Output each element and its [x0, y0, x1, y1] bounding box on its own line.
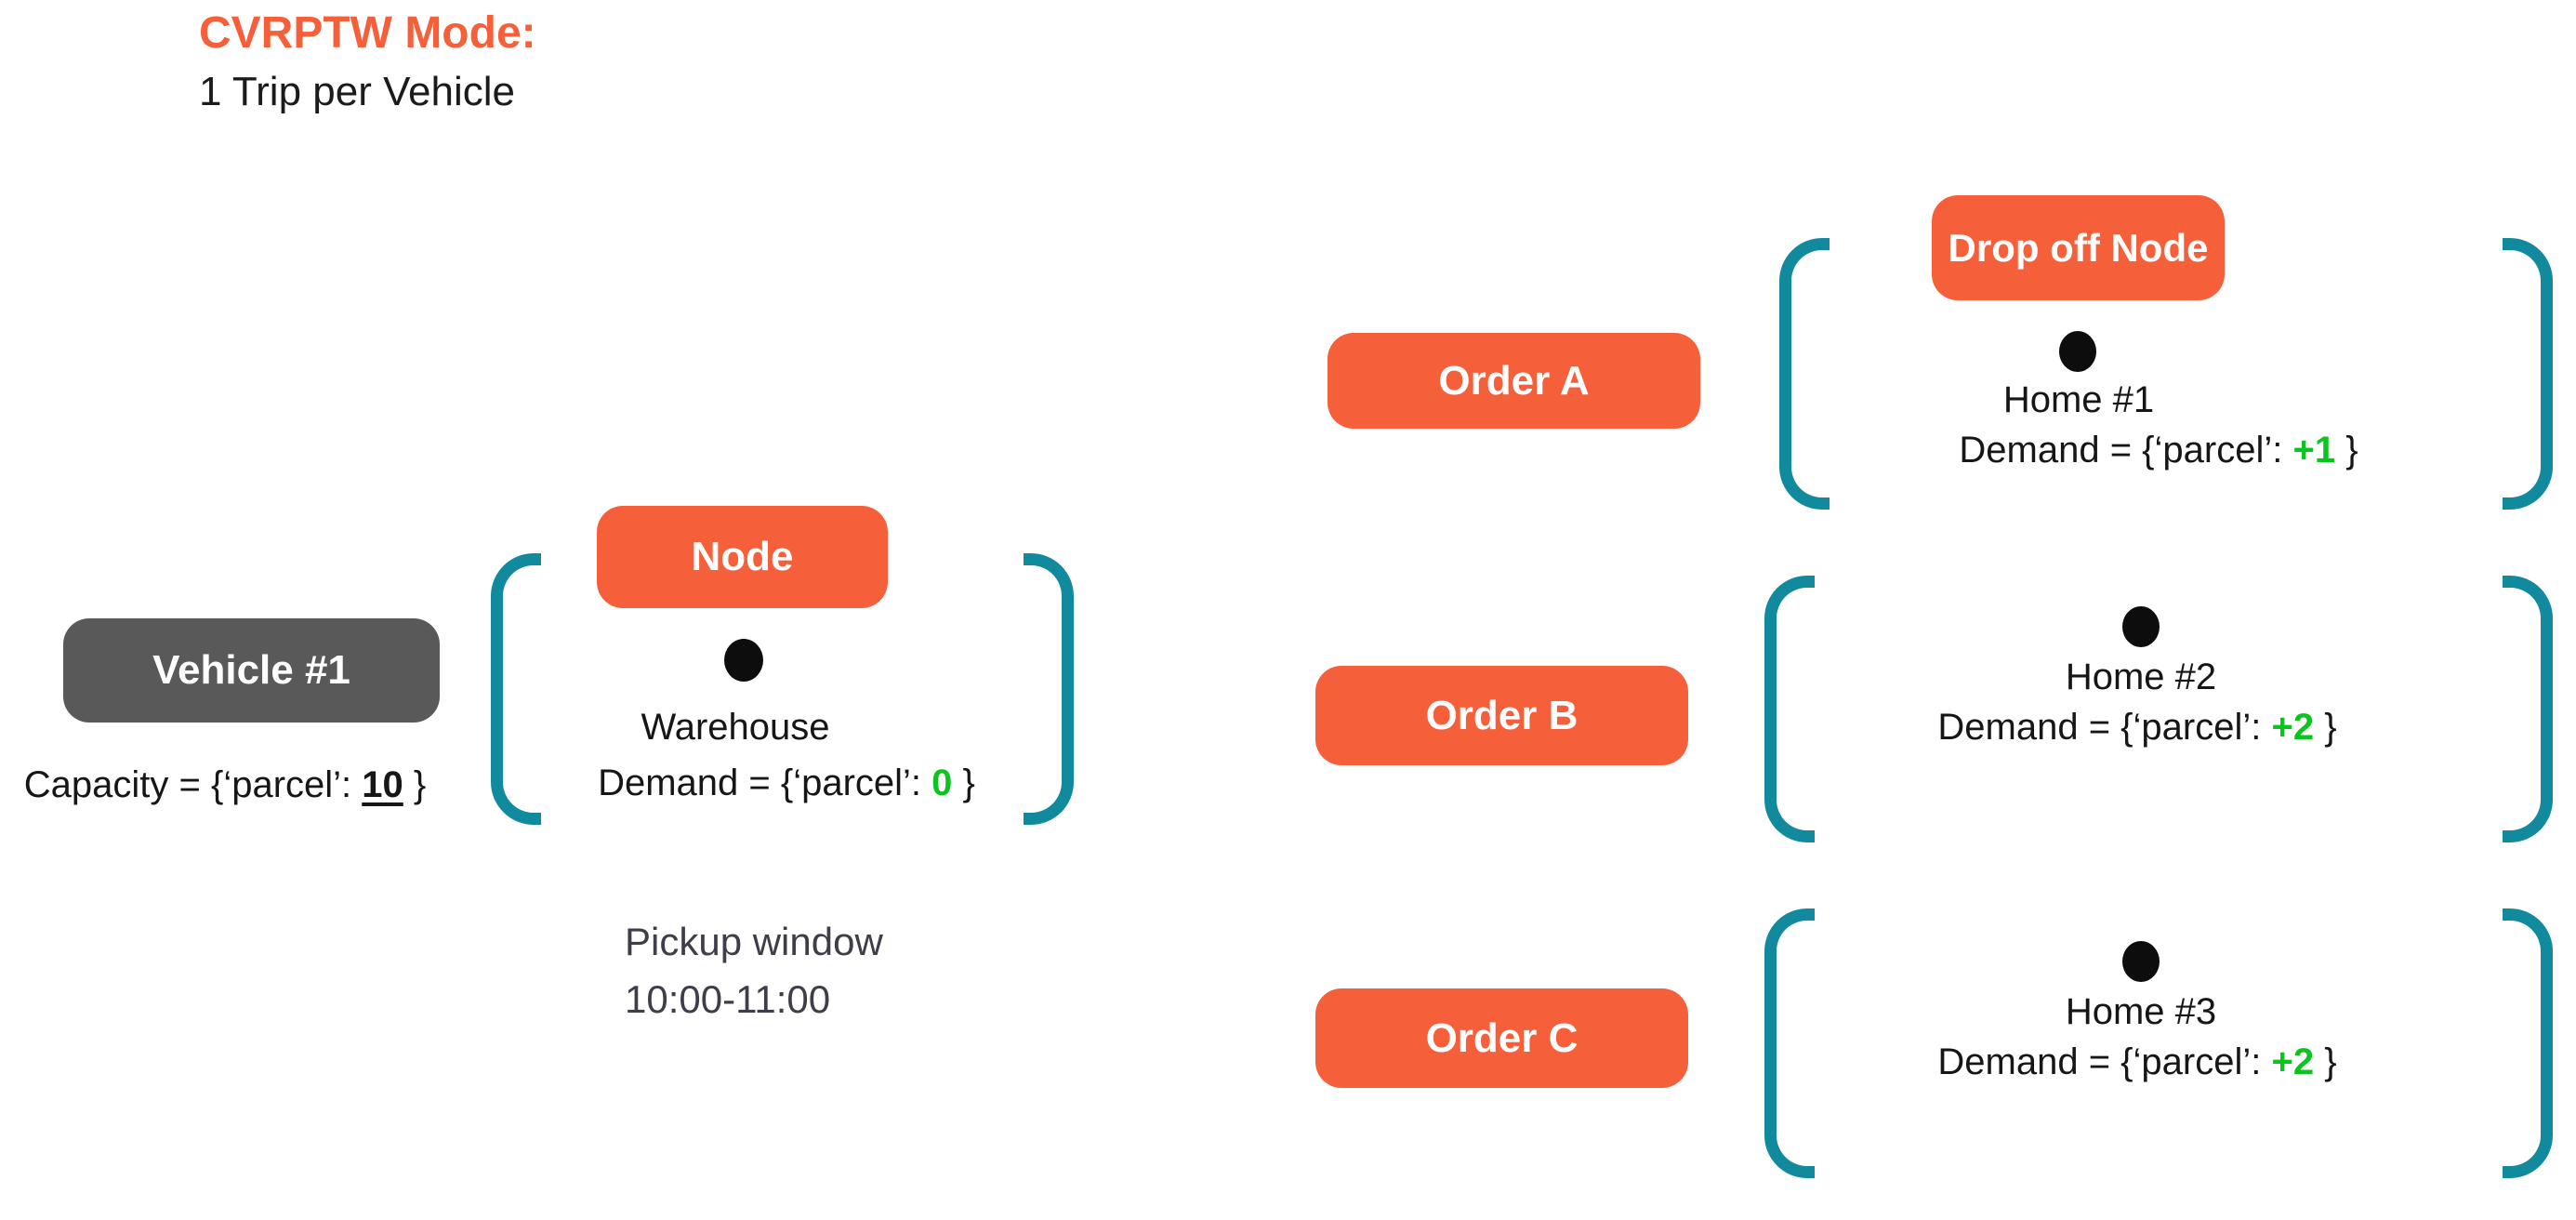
order-c-label: Order C [1425, 1014, 1579, 1061]
order-b-box: Order B [1315, 666, 1688, 765]
order-b-home-dot [2122, 606, 2160, 647]
order-a-demand-line: Demand = {‘parcel’: +1 } [1903, 430, 2414, 471]
order-a-bracket-left [1779, 238, 1830, 510]
capacity-prefix: Capacity = {‘parcel’: [23, 764, 363, 805]
order-b-demand-line: Demand = {‘parcel’: +2 } [1882, 707, 2393, 749]
depot-demand-line: Demand = {‘parcel’: 0 } [531, 762, 1042, 804]
order-c-home-label: Home #3 [2065, 991, 2217, 1032]
depot-demand-prefix: Demand = {‘parcel’: [598, 762, 932, 803]
order-b-home-label: Home #2 [2065, 656, 2217, 697]
order-a-home-dot [2059, 331, 2096, 372]
pickup-window-label: Pickup window 10:00-11:00 [625, 913, 883, 1028]
order-c-demand-line: Demand = {‘parcel’: +2 } [1882, 1041, 2393, 1083]
pickup-window-line2: 10:00-11:00 [625, 977, 831, 1021]
capacity-suffix: } [403, 764, 427, 805]
order-a-demand-value: +1 [2292, 430, 2336, 471]
order-b-demand-suffix: } [2314, 707, 2337, 748]
order-a-home-label: Home #1 [2002, 379, 2155, 420]
dropoff-node-box: Drop off Node [1932, 195, 2225, 300]
order-c-home-dot [2122, 941, 2160, 982]
depot-node-dot [724, 639, 763, 682]
order-b-demand-prefix: Demand = {‘parcel’: [1937, 707, 2272, 748]
vehicle-label: Vehicle #1 [152, 647, 350, 694]
depot-demand-value: 0 [931, 762, 953, 803]
order-c-demand-prefix: Demand = {‘parcel’: [1937, 1041, 2272, 1082]
dropoff-node-label: Drop off Node [1948, 225, 2209, 270]
depot-demand-suffix: } [952, 762, 975, 803]
warehouse-label: Warehouse [641, 707, 830, 748]
order-c-bracket-right [2503, 908, 2553, 1178]
order-a-demand-suffix: } [2335, 430, 2358, 471]
order-b-label: Order B [1425, 692, 1579, 738]
order-c-bracket-left [1764, 908, 1815, 1178]
pickup-window-line1: Pickup window [625, 920, 883, 963]
order-a-bracket-right [2503, 238, 2553, 510]
order-b-bracket-left [1764, 576, 1815, 842]
depot-node-box: Node [597, 506, 888, 608]
order-c-demand-suffix: } [2314, 1041, 2337, 1082]
order-b-demand-value: +2 [2271, 707, 2315, 748]
order-a-demand-prefix: Demand = {‘parcel’: [1959, 430, 2293, 471]
vehicle-box: Vehicle #1 [63, 618, 440, 723]
order-b-bracket-right [2503, 576, 2553, 842]
capacity-value: 10 [362, 764, 403, 805]
vehicle-capacity-line: Capacity = {‘parcel’: 10 } [11, 764, 439, 806]
order-a-box: Order A [1328, 333, 1700, 429]
depot-node-label: Node [691, 534, 794, 580]
page-title: CVRPTW Mode: [199, 8, 536, 58]
order-c-demand-value: +2 [2271, 1041, 2315, 1082]
page-subtitle: 1 Trip per Vehicle [199, 69, 515, 114]
order-c-box: Order C [1315, 988, 1688, 1088]
order-a-label: Order A [1438, 357, 1590, 404]
